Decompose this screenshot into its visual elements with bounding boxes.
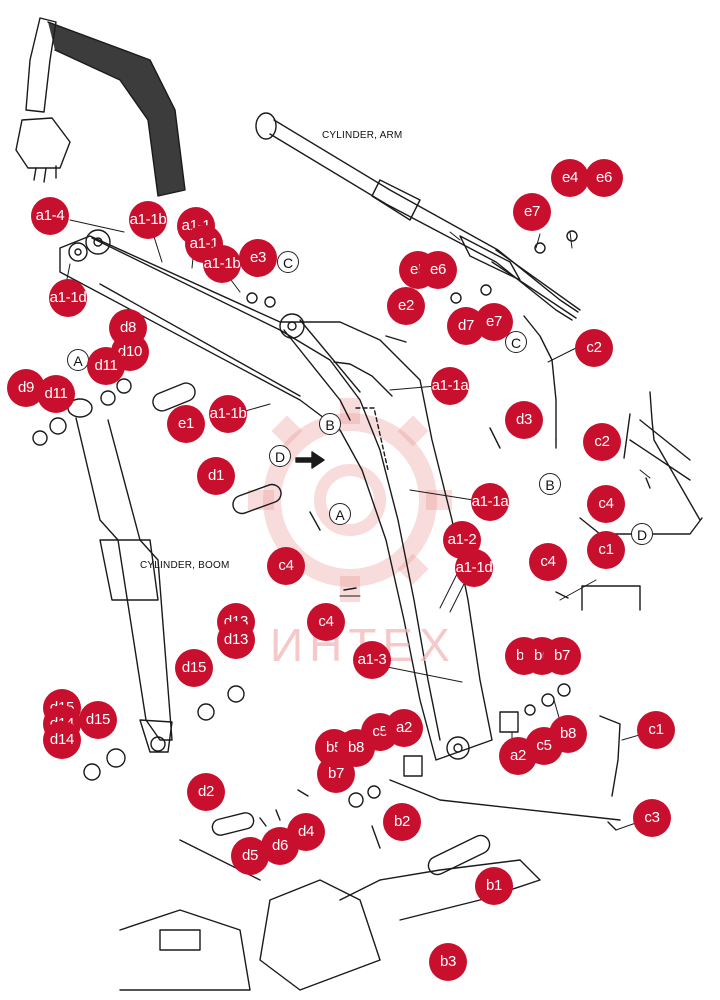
view-marker-b: B	[539, 473, 561, 495]
arm-cylinder	[255, 112, 581, 321]
view-marker-a: A	[67, 349, 89, 371]
part-callout[interactable]: d2	[187, 773, 225, 811]
part-callout[interactable]: a1-1a	[471, 483, 509, 521]
view-marker-b: B	[319, 413, 341, 435]
part-callout[interactable]: e2	[387, 287, 425, 325]
part-callout[interactable]: d5	[231, 837, 269, 875]
pins-and-bushings	[32, 230, 651, 876]
part-callout[interactable]: a1-1b	[209, 395, 247, 433]
part-callout[interactable]: d15	[175, 649, 213, 687]
part-callout[interactable]: a1-1b	[203, 245, 241, 283]
view-d-arrow-icon	[295, 451, 325, 469]
base-frame	[119, 779, 621, 991]
part-callout[interactable]: d6	[261, 827, 299, 865]
part-callout[interactable]: a2	[385, 709, 423, 747]
part-callout[interactable]: c4	[307, 603, 345, 641]
excavator-overview	[15, 17, 186, 197]
view-marker-c: C	[277, 251, 299, 273]
view-marker-d: D	[269, 445, 291, 467]
part-callout[interactable]: b1	[475, 867, 513, 905]
part-callout[interactable]: c4	[587, 485, 625, 523]
part-callout[interactable]: a1-1a	[431, 367, 469, 405]
part-callout[interactable]: e7	[513, 193, 551, 231]
part-callout[interactable]: e4	[551, 159, 589, 197]
part-callout[interactable]: c4	[267, 547, 305, 585]
part-callout[interactable]: b8	[549, 715, 587, 753]
part-callout[interactable]: c1	[587, 531, 625, 569]
part-callout[interactable]: e6	[585, 159, 623, 197]
cylinder-boom-title: CYLINDER, BOOM	[140, 560, 230, 571]
part-callout[interactable]: c3	[633, 799, 671, 837]
cylinder-arm-title: CYLINDER, ARM	[322, 130, 403, 141]
part-callout[interactable]: b2	[383, 803, 421, 841]
part-callout[interactable]: e3	[239, 239, 277, 277]
part-callout[interactable]: a1-4	[31, 197, 69, 235]
part-callout[interactable]: a1-1d	[49, 279, 87, 317]
view-marker-c: C	[505, 331, 527, 353]
part-callout[interactable]: e7	[475, 303, 513, 341]
watermark-gear-icon	[263, 413, 437, 587]
part-callout[interactable]: d1	[197, 457, 235, 495]
view-marker-d: D	[631, 523, 653, 545]
part-callout[interactable]: d11	[87, 347, 125, 385]
boom-cylinder	[67, 398, 173, 753]
part-callout[interactable]: e6	[419, 251, 457, 289]
part-callout[interactable]: a1-1d	[455, 549, 493, 587]
boom-assembly	[59, 229, 493, 761]
part-callout[interactable]: b7	[317, 755, 355, 793]
part-callout[interactable]: c1	[637, 711, 675, 749]
part-callout[interactable]: b7	[543, 637, 581, 675]
part-callout[interactable]: a1-1b	[129, 201, 167, 239]
part-callout[interactable]: d11	[37, 375, 75, 413]
part-callout[interactable]: d13	[217, 621, 255, 659]
part-callout[interactable]: e1	[167, 405, 205, 443]
part-callout[interactable]: c4	[529, 543, 567, 581]
part-callout[interactable]: d15	[79, 701, 117, 739]
part-callout[interactable]: a1-3	[353, 641, 391, 679]
part-callout[interactable]: b3	[429, 943, 467, 981]
part-callout[interactable]: c2	[575, 329, 613, 367]
part-callout[interactable]: d14	[43, 721, 81, 759]
view-marker-a: A	[329, 503, 351, 525]
part-callout[interactable]: c2	[583, 423, 621, 461]
part-callout[interactable]: d3	[505, 401, 543, 439]
